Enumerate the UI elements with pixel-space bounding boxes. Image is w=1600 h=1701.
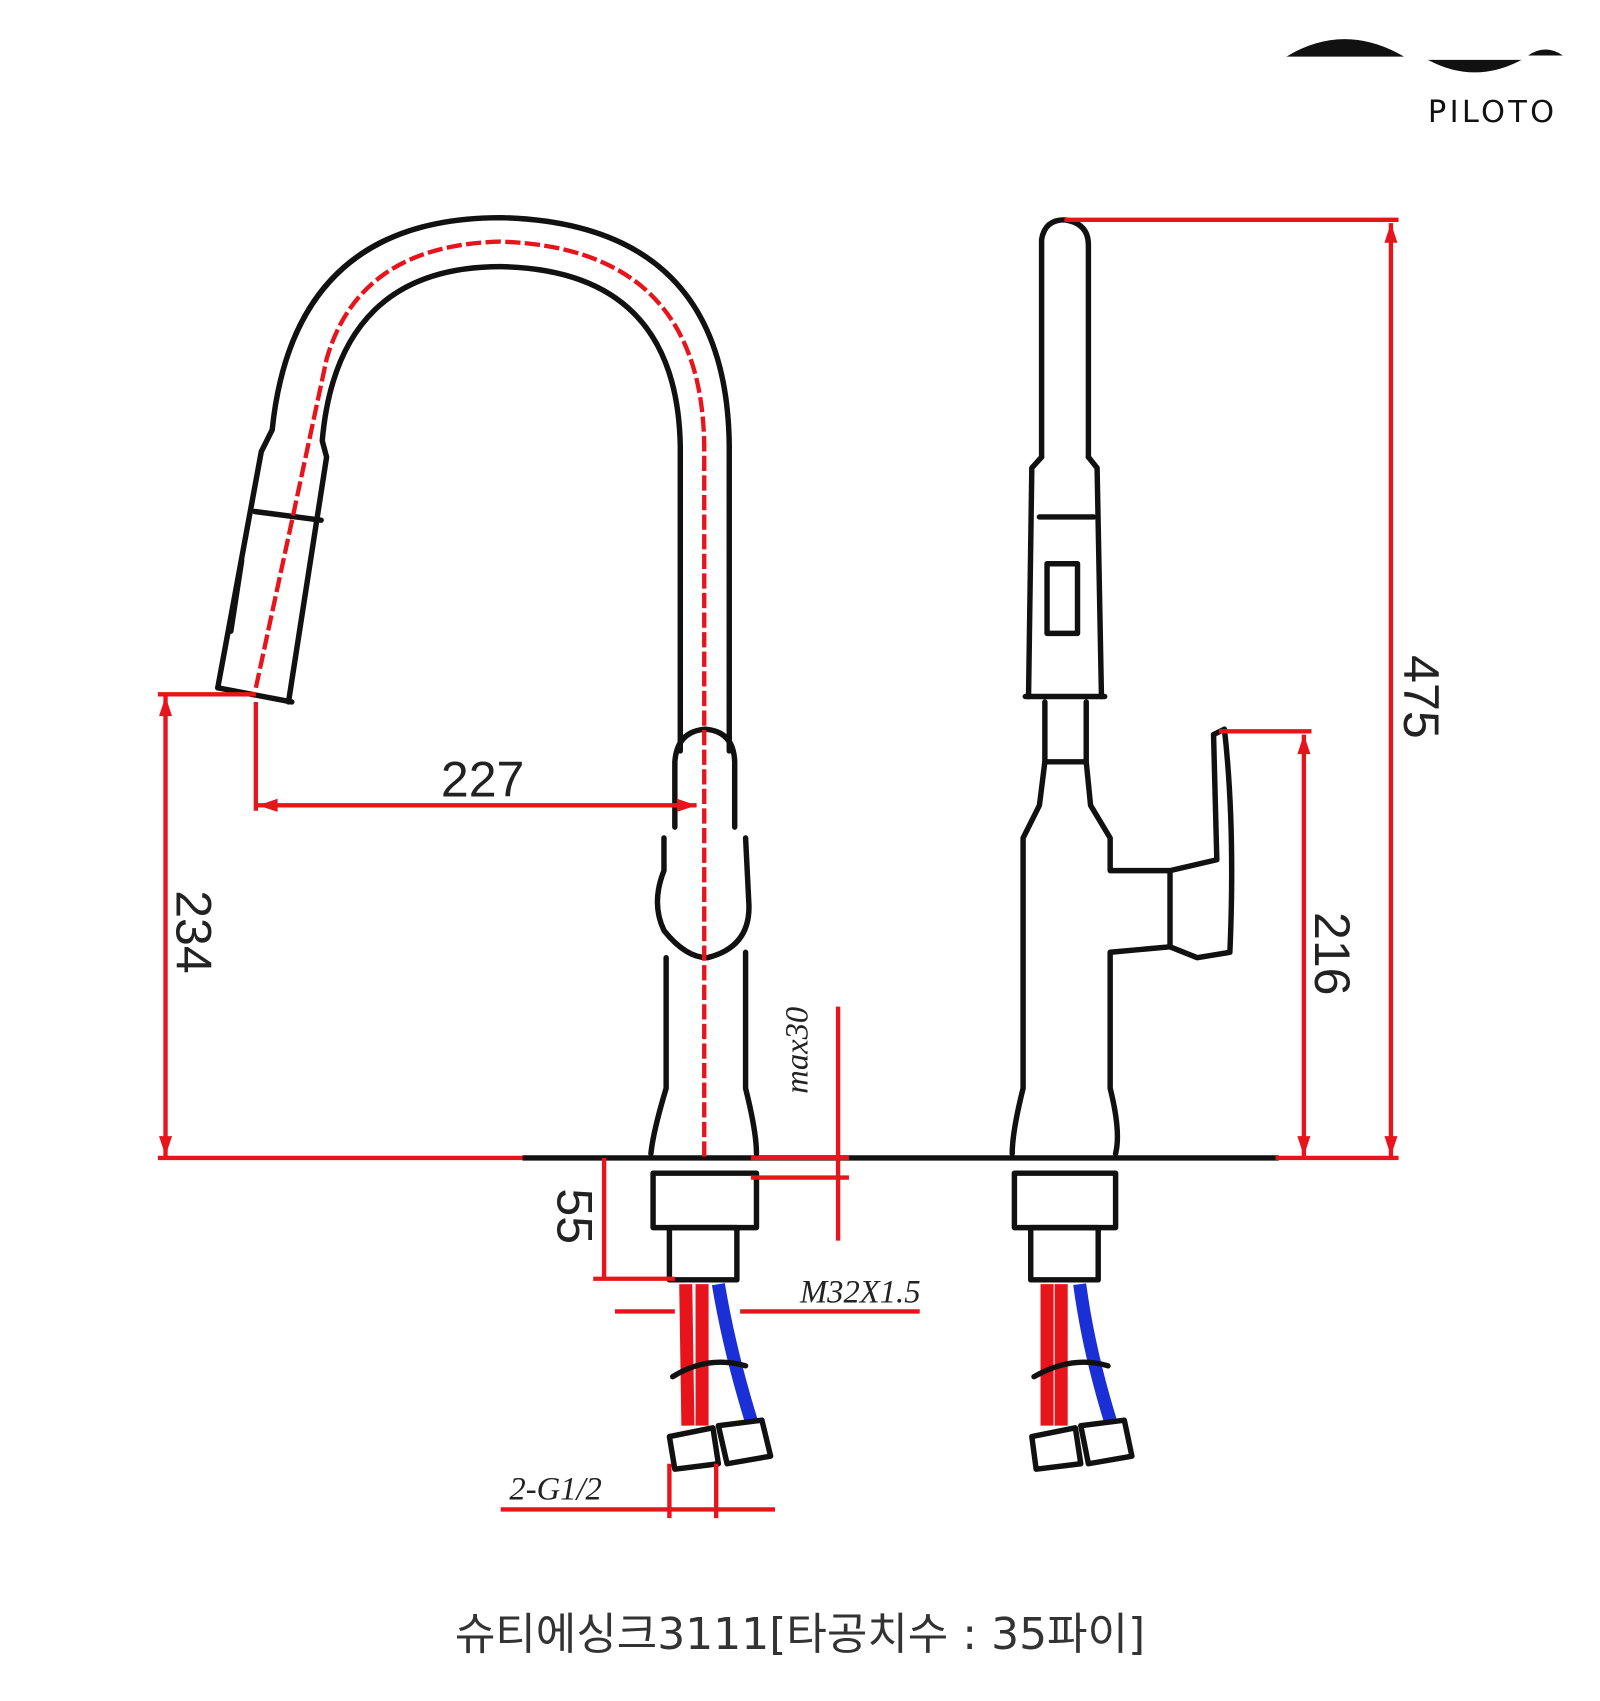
- dim-spout-height: 234: [165, 890, 221, 974]
- dimension-lines: [157, 217, 1399, 1519]
- dim-hose-connection: 2-G1/2: [509, 1472, 601, 1508]
- dim-thread: M32X1.5: [799, 1275, 921, 1311]
- product-caption: 슈티에싱크3111[타공치수 : 35파이]: [454, 1609, 1146, 1660]
- dim-handle-height: 216: [1304, 912, 1360, 996]
- dimension-labels: 227 234 max30 55 M32X1.5 2-G1/2 475 216: [165, 655, 1449, 1508]
- faucet-front-view: [215, 214, 774, 1472]
- dim-total-height: 475: [1393, 655, 1449, 739]
- piloto-logo: PILOTO: [1286, 39, 1563, 130]
- faucet-side-view: [1009, 217, 1235, 1472]
- dim-shank-length: 55: [546, 1188, 602, 1244]
- brand-name: PILOTO: [1428, 95, 1557, 130]
- dim-reach: 227: [441, 752, 525, 808]
- dim-deck-thickness: max30: [780, 1007, 816, 1094]
